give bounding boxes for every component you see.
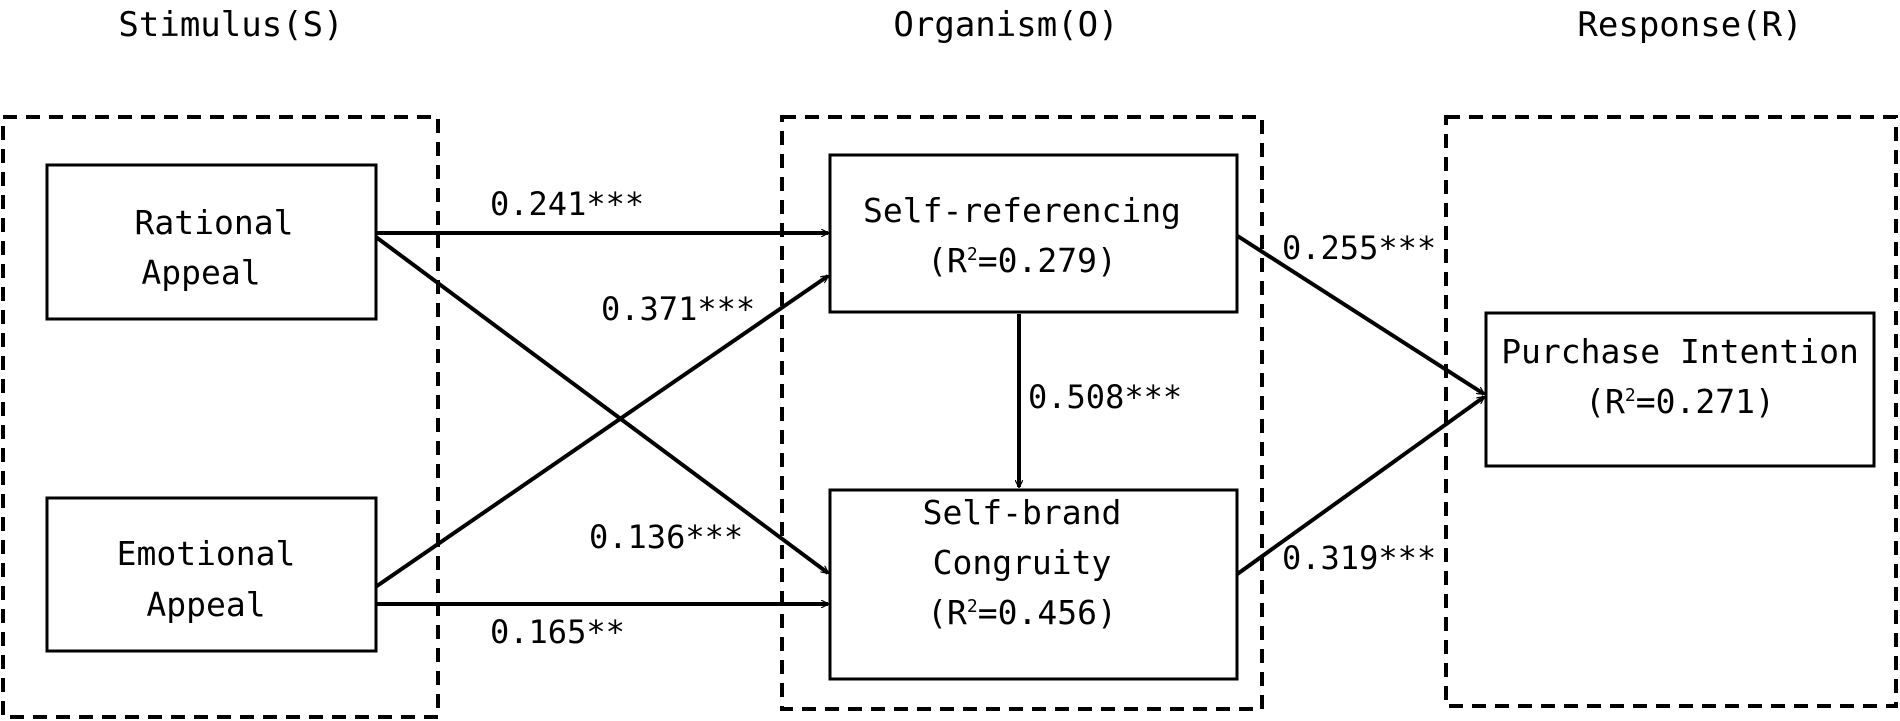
coef-rational-to-selfref: 0.241*** bbox=[490, 185, 644, 223]
coef-rational-to-selfbrand: 0.136*** bbox=[589, 518, 743, 556]
self-referencing-r2: (R2=0.279) bbox=[927, 241, 1117, 280]
arrow-selfbrand-to-purchase bbox=[1234, 395, 1484, 577]
coef-selfref-to-selfbrand: 0.508*** bbox=[1028, 378, 1182, 416]
emotional-appeal-label-line1: Emotional bbox=[117, 534, 296, 573]
stimulus-stage-title: Stimulus(S) bbox=[118, 5, 343, 45]
self-referencing-box bbox=[828, 153, 1239, 314]
organism-group-frame bbox=[780, 115, 1264, 711]
coef-selfref-to-purchase: 0.255*** bbox=[1282, 229, 1436, 267]
self-brand-congruity-r2: (R2=0.456) bbox=[927, 593, 1117, 632]
purchase-intention-label: Purchase Intention bbox=[1501, 332, 1859, 371]
stimulus-group-frame bbox=[1, 115, 440, 719]
coef-emotional-to-selfbrand: 0.165** bbox=[490, 613, 625, 651]
self-referencing-label: Self-referencing bbox=[863, 191, 1181, 230]
response-stage-title: Response(R) bbox=[1577, 5, 1802, 45]
self-brand-congruity-label-line2: Congruity bbox=[933, 543, 1112, 582]
arrow-emotional-to-selfref bbox=[372, 274, 828, 590]
emotional-appeal-label-line2: Appeal bbox=[146, 585, 265, 624]
arrow-selfref-to-purchase bbox=[1234, 233, 1484, 396]
rational-appeal-label-line1: Rational bbox=[135, 203, 294, 242]
response-group-frame bbox=[1444, 115, 1898, 708]
rational-appeal-box bbox=[45, 163, 378, 321]
self-brand-congruity-label-line1: Self-brand bbox=[923, 493, 1122, 532]
coef-selfbrand-to-purchase: 0.319*** bbox=[1282, 539, 1436, 577]
rational-appeal-label-line2: Appeal bbox=[141, 253, 260, 292]
arrow-rational-to-selfbrand bbox=[374, 235, 828, 575]
coef-emotional-to-selfref: 0.371*** bbox=[601, 290, 755, 328]
self-brand-congruity-box bbox=[828, 488, 1239, 681]
emotional-appeal-box bbox=[45, 496, 378, 653]
purchase-intention-box bbox=[1484, 311, 1876, 468]
organism-stage-title: Organism(O) bbox=[893, 5, 1118, 45]
purchase-intention-r2: (R2=0.271) bbox=[1585, 382, 1775, 421]
